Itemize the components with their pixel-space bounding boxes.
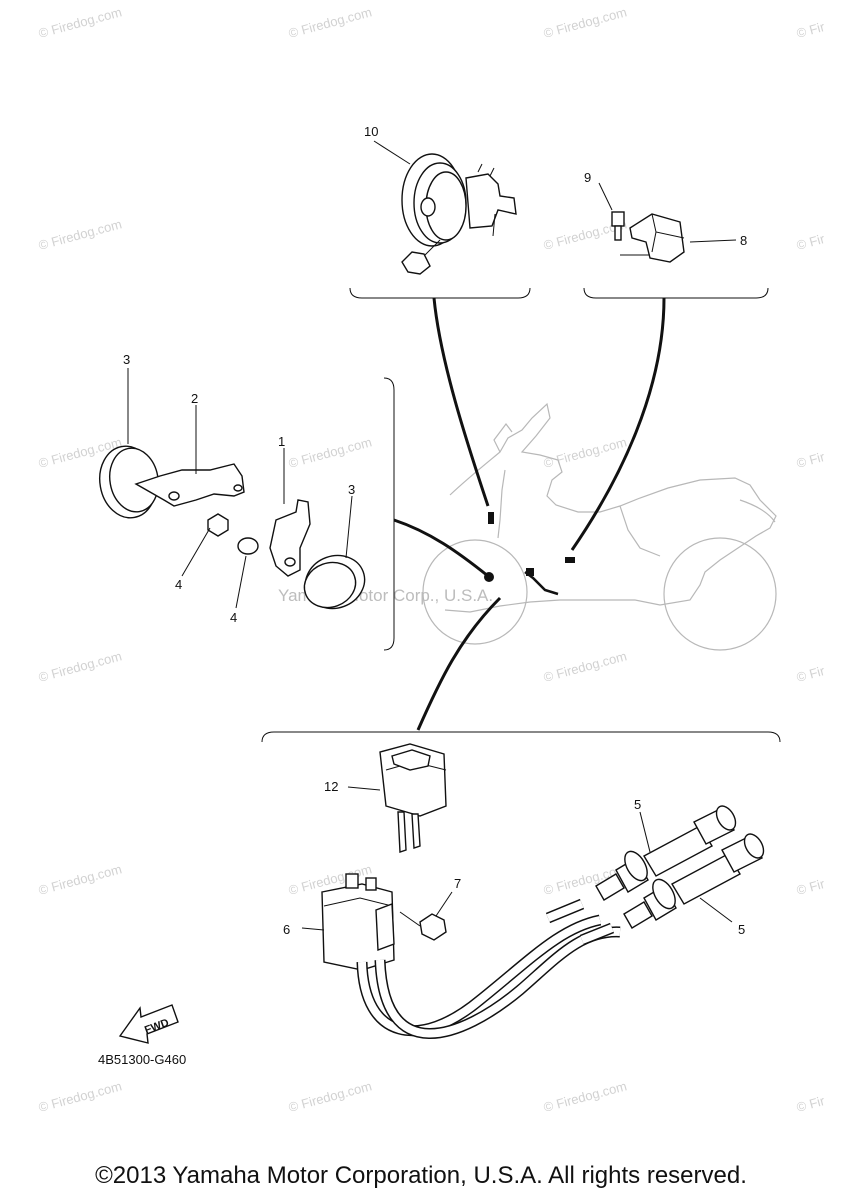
watermark: © Firedog.com: [37, 1078, 123, 1115]
callout-3: 3: [123, 352, 130, 367]
watermark: © Firedog.com: [542, 1078, 628, 1115]
watermark: © Fir: [795, 449, 827, 471]
watermark: © Firedog.com: [287, 4, 373, 41]
callout-1: 1: [278, 434, 285, 449]
callout-12: 12: [324, 779, 338, 794]
watermark: © Firedog.com: [542, 4, 628, 41]
watermark: © Firedog.com: [37, 216, 123, 253]
fwd-arrow: FWD: [118, 1004, 179, 1044]
callout-2: 2: [191, 391, 198, 406]
callout-3: 3: [348, 482, 355, 497]
spark-plug-cap: [595, 805, 737, 901]
watermark: © Firedog.com: [287, 434, 373, 471]
spark-plug-cap: [623, 833, 765, 929]
mount-marker: [526, 568, 534, 576]
ignition-assembly: [301, 743, 765, 1039]
callout-8: 8: [740, 233, 747, 248]
bracket-assembly: [99, 368, 366, 610]
watermark: © Fir: [795, 876, 827, 898]
mount-marker: [565, 557, 575, 563]
callout-10: 10: [364, 124, 378, 139]
callout-4: 4: [175, 577, 182, 592]
callout-5: 5: [634, 797, 641, 812]
callout-5: 5: [738, 922, 745, 937]
horn-assembly: [373, 140, 517, 275]
callout-7: 7: [454, 876, 461, 891]
watermark: © Fir: [795, 231, 827, 253]
sensor-bracket-assembly: [598, 182, 737, 263]
copyright-notice: ©2013 Yamaha Motor Corporation, U.S.A. A…: [95, 1162, 747, 1189]
watermark: © Firedog.com: [37, 4, 123, 41]
callout-6: 6: [283, 922, 290, 937]
callout-labels: 1 2 3 3 4 4 5 5 6 7 8 9 10 12: [123, 124, 747, 937]
callout-4: 4: [230, 610, 237, 625]
watermark: © Fir: [795, 663, 827, 685]
watermark: © Fir: [795, 1093, 827, 1115]
section-brackets: [261, 287, 781, 743]
watermark: © Firedog.com: [37, 861, 123, 898]
watermark: © Firedog.com: [37, 648, 123, 685]
watermark: © Firedog.com: [542, 434, 628, 471]
callout-9: 9: [584, 170, 591, 185]
watermark: © Firedog.com: [287, 1078, 373, 1115]
diagram-code: 4B51300-G460: [98, 1052, 186, 1067]
watermark: © Firedog.com: [542, 648, 628, 685]
watermark: © Fir: [795, 19, 827, 41]
mount-marker: [488, 512, 494, 524]
